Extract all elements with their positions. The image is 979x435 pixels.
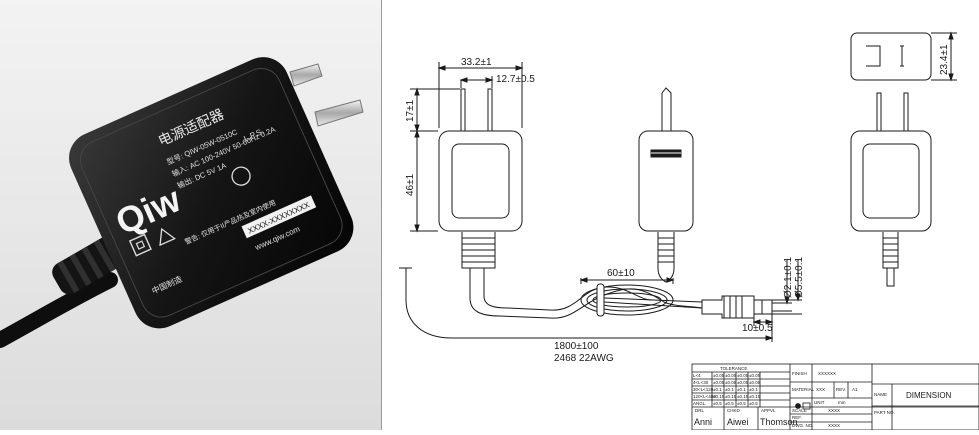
- dc-plug: [701, 295, 773, 319]
- dim-width: 33.2±1: [461, 57, 492, 68]
- dim-cable-length: 1800±100: [554, 341, 599, 352]
- tol-cell: ±0.1: [725, 387, 734, 392]
- name-label: NAME: [874, 392, 887, 397]
- tol-cell: ±0.5: [713, 401, 722, 406]
- drawn-label: DRL: [695, 408, 704, 413]
- tolerance-heading: TOLERANCE: [720, 366, 747, 371]
- dwg-value: XXXX: [828, 423, 840, 428]
- dim-body-height: 46±1: [405, 173, 416, 196]
- adapter-body: Qiw 电源适配器 L.P.S. 型号: QIW-05W-0510C 输入: A…: [69, 57, 354, 329]
- checked-by: Aiwei: [727, 417, 749, 427]
- finish-label: FINISH: [792, 371, 807, 376]
- tol-cell: ±0.05: [737, 373, 749, 378]
- technical-drawing: 33.2±1 12.7±0.5 17±1 46±1 23.4±1 60±10 Ø…: [382, 0, 979, 431]
- dim-loop: 60±10: [607, 268, 635, 279]
- tol-cell: ±0.1: [749, 387, 758, 392]
- ref-value: XXXX: [828, 408, 840, 413]
- adapter-photo: Qiw 电源适配器 L.P.S. 型号: QIW-05W-0510C 输入: A…: [0, 0, 381, 430]
- unit-value: mm: [838, 400, 846, 405]
- dim-depth: 23.4±1: [939, 44, 950, 75]
- projection-symbol: [795, 403, 801, 409]
- tol-cell: ±0.1: [737, 387, 746, 392]
- rear-view: [850, 92, 932, 287]
- finish-value: XXXXXX: [818, 371, 836, 376]
- tol-cell: ±0.15: [725, 394, 737, 399]
- tol-cell: ±0.15: [749, 394, 761, 399]
- tol-cell: ±0.1: [713, 387, 722, 392]
- rev-label: REV.: [836, 387, 846, 392]
- title-block: [691, 363, 979, 431]
- rev-value: A1: [852, 387, 858, 392]
- front-view: [438, 88, 551, 319]
- tol-cell: ±0.05: [713, 380, 725, 385]
- tol-row-label: L<4: [693, 373, 701, 378]
- drawn-by: Anni: [694, 417, 712, 427]
- top-view: [850, 31, 957, 82]
- side-view: [638, 87, 694, 283]
- approved-label: APPVL: [761, 408, 776, 413]
- tol-cell: ±0.5: [749, 401, 758, 406]
- tol-cell: ±0.5: [737, 401, 746, 406]
- tol-cell: ±0.05: [749, 373, 761, 378]
- tol-cell: ±0.15: [713, 394, 725, 399]
- part-label: PART NO.: [874, 410, 895, 415]
- dim-tip-inner: Ø2.1±0.1: [783, 256, 794, 298]
- plug-pin-bottom: [314, 99, 364, 127]
- tol-cell: ±0.05: [713, 373, 725, 378]
- tol-cell: ±0.5: [725, 401, 734, 406]
- house-icon: [159, 227, 176, 247]
- drawing-svg: 33.2±1 12.7±0.5 17±1 46±1 23.4±1 60±10 Ø…: [399, 31, 979, 431]
- plug-pin-top: [289, 63, 323, 87]
- cable-spec: 2468 22AWG: [554, 353, 614, 364]
- scale-label: SCALE: [792, 408, 807, 413]
- tol-row-label: 4<L<30: [693, 380, 709, 385]
- tol-cell: ±0.15: [737, 394, 749, 399]
- ccc-icon: [231, 166, 251, 186]
- cable-loop: [549, 283, 703, 319]
- checked-label: CHKD: [727, 408, 741, 413]
- tol-row-label: 120<L<400: [693, 394, 716, 399]
- dim-pin-spacing: 12.7±0.5: [496, 74, 535, 85]
- cable: [0, 272, 118, 348]
- material-label: MATERIAL: [792, 387, 815, 392]
- dim-tip-outer: Ø5.5±0.1: [794, 256, 805, 298]
- tol-cell: ±0.05: [737, 380, 749, 385]
- name-value: DIMENSION: [906, 391, 952, 400]
- tol-row-label: 30<L<120: [693, 387, 714, 392]
- serial-label: [241, 195, 317, 239]
- tol-cell: ±0.05: [749, 380, 761, 385]
- ref-label: REF.: [792, 415, 802, 420]
- class2-icon: [128, 233, 152, 257]
- material-value: XXX: [816, 387, 825, 392]
- unit-label: UNIT: [814, 400, 825, 405]
- tol-row-label: ANGL.: [693, 401, 707, 406]
- dwg-label: DWG. NO.: [792, 423, 814, 428]
- tol-cell: ±0.05: [725, 373, 737, 378]
- approved-by: Thomson: [760, 417, 798, 427]
- product-photo: Qiw 电源适配器 L.P.S. 型号: QIW-05W-0510C 输入: A…: [0, 0, 382, 430]
- dim-pin-length: 17±1: [405, 99, 416, 122]
- dim-tip-length: 10±0.5: [742, 323, 773, 334]
- tol-cell: ±0.05: [725, 380, 737, 385]
